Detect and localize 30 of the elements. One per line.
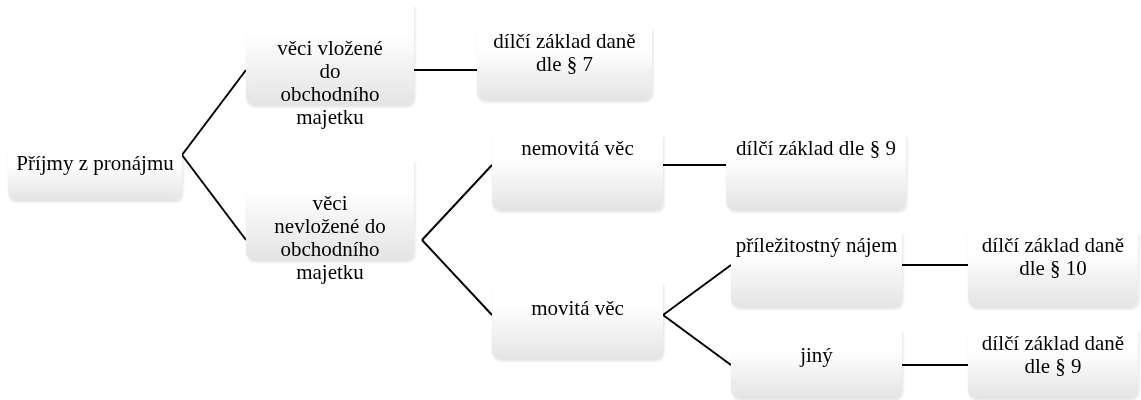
process-box (726, 135, 906, 210)
node-text: movitá věc (530, 297, 625, 320)
process-box (968, 232, 1138, 307)
connector-line (662, 314, 732, 366)
node-text: dílčí základ daně dle § 10 (980, 234, 1126, 280)
node-text: jiný (798, 344, 834, 367)
process-box (492, 283, 663, 359)
connector-line (901, 264, 969, 266)
process-box (492, 135, 663, 210)
node-text: příležitostný nájem (735, 234, 898, 257)
process-box (731, 330, 902, 398)
connector-line (181, 154, 247, 241)
node-text: věci nevložené do obchodního majetku (274, 192, 386, 284)
connector-line (662, 264, 732, 316)
node-text: dílčí základ daně dle § 7 (492, 30, 637, 76)
node-text: dílčí základ dle § 9 (735, 137, 897, 160)
process-box (968, 330, 1138, 398)
process-box (731, 232, 902, 307)
connector-line (421, 239, 493, 316)
node-text: nemovitá věc (520, 137, 635, 160)
node-text: dílčí základ daně dle § 9 (980, 332, 1126, 378)
connector-line (421, 164, 493, 241)
connector-line (901, 364, 969, 366)
process-box (8, 150, 182, 200)
connector-line (181, 69, 247, 156)
node-text: Příjmy z pronájmu (15, 152, 175, 175)
node-text: věci vložené do obchodního majetku (276, 37, 384, 129)
connector-line (413, 69, 478, 71)
connector-line (662, 164, 727, 166)
process-box (477, 28, 652, 100)
